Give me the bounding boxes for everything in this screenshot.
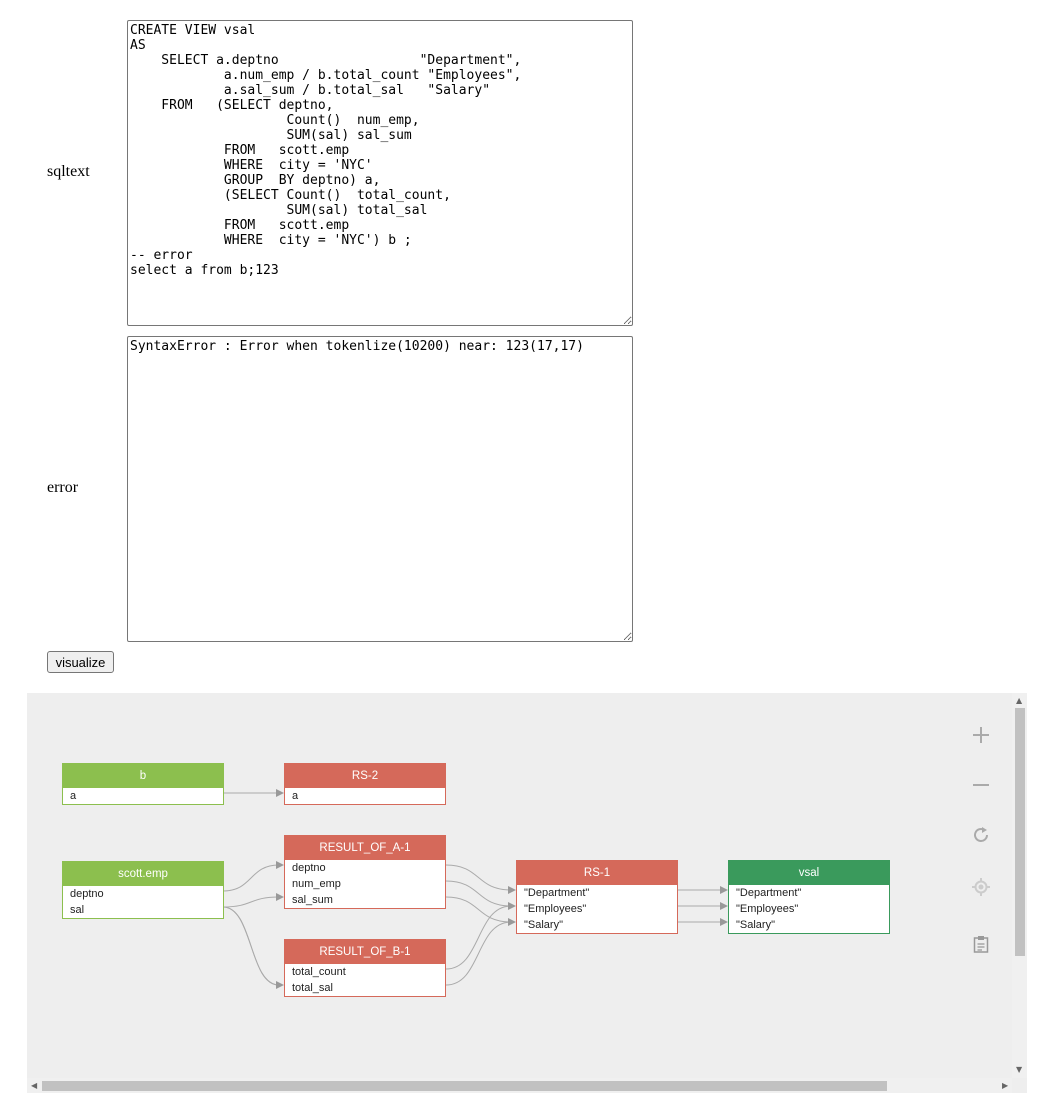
edge-arrow xyxy=(508,902,516,910)
column-row[interactable]: a xyxy=(292,790,299,802)
scroll-down-arrow-icon[interactable]: ▼ xyxy=(1016,1065,1023,1074)
column-row[interactable]: num_emp xyxy=(292,878,341,890)
edge-arrow xyxy=(720,886,728,894)
zoom-in-icon[interactable] xyxy=(965,719,997,751)
column-row[interactable]: total_sal xyxy=(292,982,333,994)
column-row[interactable]: deptno xyxy=(70,888,104,900)
node-title: RESULT_OF_B-1 xyxy=(285,940,445,964)
node-title: b xyxy=(63,764,223,788)
error-output[interactable] xyxy=(127,336,633,642)
column-row[interactable]: deptno xyxy=(292,862,326,874)
sqltext-label: sqltext xyxy=(47,163,90,180)
table-node-b[interactable]: b a xyxy=(62,763,224,805)
edge-arrow xyxy=(276,789,284,797)
edge-arrow xyxy=(276,981,284,989)
edge-resa-deptno-to-rs1-dept xyxy=(445,864,512,891)
edge-arrow xyxy=(508,918,516,926)
edge-arrow xyxy=(276,861,284,869)
edges-layer xyxy=(222,789,728,989)
edge-emp-deptno-to-resa-deptno xyxy=(222,864,280,892)
edge-arrow xyxy=(508,886,516,894)
edge-arrow xyxy=(720,902,728,910)
column-row[interactable]: "Department" xyxy=(524,887,590,899)
scroll-up-arrow-icon[interactable]: ▲ xyxy=(1016,696,1023,705)
node-title: RS-2 xyxy=(285,764,445,788)
lineage-canvas[interactable]: b a RS-2 a scott.emp deptno sal RESULT_O… xyxy=(27,693,1027,1093)
column-row[interactable]: "Salary" xyxy=(524,919,563,931)
locate-icon[interactable] xyxy=(965,871,997,903)
node-title: scott.emp xyxy=(63,862,223,886)
view-node-vsal[interactable]: vsal "Department" "Employees" "Salary" xyxy=(728,860,890,934)
refresh-icon[interactable] xyxy=(965,819,997,851)
edge-emp-sal-to-resb-totalsal xyxy=(222,906,280,986)
node-title: RS-1 xyxy=(517,861,677,885)
edge-emp-sal-to-resa-salsum xyxy=(222,896,280,908)
error-label: error xyxy=(47,479,79,496)
edge-resb-totalsal-to-rs1-sal xyxy=(445,921,512,986)
resultset-node-result-of-b[interactable]: RESULT_OF_B-1 total_count total_sal xyxy=(284,939,446,997)
vertical-scrollbar-thumb[interactable] xyxy=(1015,708,1025,956)
edge-resa-numemp-to-rs1-emp xyxy=(445,880,512,907)
node-title: vsal xyxy=(729,861,889,885)
visualize-button[interactable]: visualize xyxy=(47,651,114,673)
column-row[interactable]: total_count xyxy=(292,966,346,978)
zoom-out-icon[interactable] xyxy=(965,769,997,801)
column-row[interactable]: "Employees" xyxy=(524,903,587,915)
sqltext-input[interactable] xyxy=(127,20,633,326)
column-row[interactable]: "Department" xyxy=(736,887,802,899)
column-row[interactable]: sal xyxy=(70,904,85,916)
column-row[interactable]: a xyxy=(70,790,77,802)
column-row[interactable]: "Salary" xyxy=(736,919,775,931)
resultset-node-rs2[interactable]: RS-2 a xyxy=(284,763,446,805)
column-row[interactable]: "Employees" xyxy=(736,903,799,915)
resultset-node-result-of-a[interactable]: RESULT_OF_A-1 deptno num_emp sal_sum xyxy=(284,835,446,909)
table-node-scott-emp[interactable]: scott.emp deptno sal xyxy=(62,861,224,919)
edge-arrow xyxy=(276,893,284,901)
edge-resa-salsum-to-rs1-sal xyxy=(445,896,512,923)
clipboard-icon[interactable] xyxy=(965,928,997,960)
edge-resb-totalcount-to-rs1-emp xyxy=(445,905,512,970)
resultset-node-rs1[interactable]: RS-1 "Department" "Employees" "Salary" xyxy=(516,860,678,934)
edge-arrow xyxy=(720,918,728,926)
horizontal-scrollbar-thumb[interactable] xyxy=(42,1081,887,1091)
column-row[interactable]: sal_sum xyxy=(292,894,333,906)
scroll-left-arrow-icon[interactable]: ◀ xyxy=(31,1081,38,1090)
node-title: RESULT_OF_A-1 xyxy=(285,836,445,860)
scroll-right-arrow-icon[interactable]: ▶ xyxy=(1002,1081,1009,1090)
